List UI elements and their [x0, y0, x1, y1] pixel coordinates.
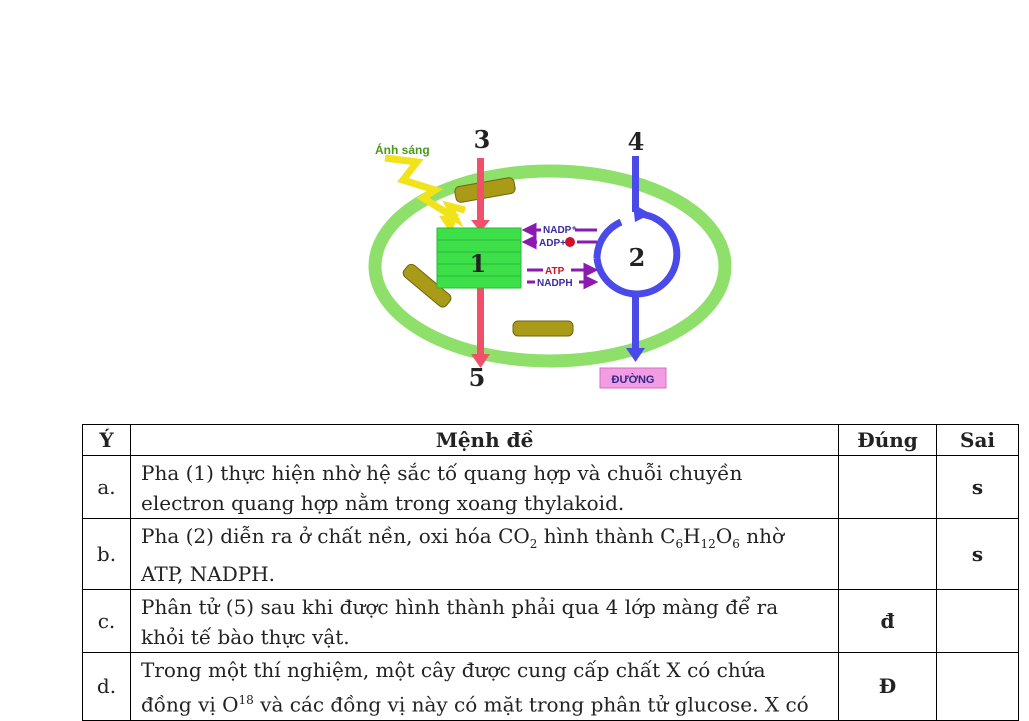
header-true: Đúng — [838, 424, 937, 456]
statement-line: Pha (2) diễn ra ở chất nền, oxi hóa CO2 … — [141, 521, 830, 559]
row-false-cell[interactable] — [936, 652, 1019, 721]
light-phase-box — [436, 227, 522, 289]
statement-line: electron quang hợp nằm trong xoang thyla… — [141, 491, 625, 515]
phase-1-label: 1 — [470, 249, 487, 278]
header-idx: Ý — [82, 424, 131, 456]
row-statement: Phân tử (5) sau khi được hình thành phải… — [130, 589, 839, 653]
label-4: 4 — [628, 127, 645, 156]
thylakoid-icon — [402, 177, 574, 337]
blue-arrow-bottom-head — [626, 348, 645, 362]
adp-label: ADP+ — [539, 238, 566, 249]
label-5: 5 — [469, 363, 486, 390]
blue-arrow-top — [632, 156, 639, 212]
atp-label: ATP — [545, 266, 565, 277]
label-3: 3 — [474, 125, 491, 154]
text-part: hình thành C — [537, 524, 676, 548]
table-row: a. Pha (1) thực hiện nhờ hệ sắc tố quang… — [82, 455, 1019, 519]
statement-line: Trong một thí nghiệm, một cây được cung … — [141, 658, 766, 682]
row-true-cell[interactable] — [838, 518, 937, 590]
row-true-cell[interactable]: đ — [838, 589, 937, 653]
text-part: O — [715, 524, 733, 548]
statement-line: khỏi tế bào thực vật. — [141, 625, 350, 649]
statement-line: Pha (1) thực hiện nhờ hệ sắc tố quang hợ… — [141, 461, 743, 485]
table-row: b. Pha (2) diễn ra ở chất nền, oxi hóa C… — [82, 518, 1019, 590]
row-false-cell[interactable] — [936, 589, 1019, 653]
row-statement: Pha (2) diễn ra ở chất nền, oxi hóa CO2 … — [130, 518, 839, 590]
statement-line: Phân tử (5) sau khi được hình thành phải… — [141, 595, 779, 619]
table-row: d. Trong một thí nghiệm, một cây được cu… — [82, 652, 1019, 721]
table-row: c. Phân tử (5) sau khi được hình thành p… — [82, 589, 1019, 653]
subscript: 12 — [700, 537, 716, 551]
superscript: 18 — [238, 693, 254, 707]
sugar-label: ĐƯỜNG — [612, 373, 655, 386]
light-label: Ánh sáng — [375, 142, 430, 157]
row-false-cell[interactable]: s — [936, 518, 1019, 590]
pi-dot — [565, 237, 575, 247]
text-part: nhờ — [739, 524, 785, 548]
chloroplast-membrane — [368, 164, 732, 368]
nadp-label: NADP⁺ — [543, 225, 577, 236]
row-statement: Pha (1) thực hiện nhờ hệ sắc tố quang hợ… — [130, 455, 839, 519]
red-arrow-bottom-head — [471, 354, 490, 368]
header-statement: Mệnh đề — [130, 424, 839, 456]
row-idx: a. — [82, 455, 131, 519]
row-idx: c. — [82, 589, 131, 653]
subscript: 6 — [675, 537, 684, 551]
light-arrowhead — [439, 214, 459, 234]
subscript: 6 — [732, 537, 740, 551]
row-false-cell[interactable]: s — [936, 455, 1019, 519]
table-header-row: Ý Mệnh đề Đúng Sai — [82, 424, 1019, 456]
text-part: H — [683, 524, 701, 548]
statement-line: đồng vị O18 và các đồng vị này có mặt tr… — [141, 685, 830, 720]
blue-arrow-bottom — [632, 296, 639, 350]
lightning-icon — [384, 154, 466, 228]
subscript: 2 — [529, 537, 538, 551]
row-true-cell[interactable] — [838, 455, 937, 519]
sugar-box — [599, 367, 667, 389]
row-true-cell[interactable]: Đ — [838, 652, 937, 721]
red-arrow-bottom — [477, 288, 484, 356]
text-part: đồng vị O — [141, 692, 239, 717]
row-idx: d. — [82, 652, 131, 721]
calvin-cycle-icon — [593, 210, 681, 298]
red-arrow-top — [477, 158, 484, 224]
photosynthesis-diagram: Ánh sáng 1 2 — [365, 118, 735, 390]
header-false: Sai — [936, 424, 1019, 456]
row-statement: Trong một thí nghiệm, một cây được cung … — [130, 652, 839, 721]
phase-2-label: 2 — [629, 243, 646, 272]
red-arrow-top-head — [471, 220, 490, 232]
question-table: Ý Mệnh đề Đúng Sai a. Pha (1) thực hiện … — [82, 424, 1019, 721]
row-idx: b. — [82, 518, 131, 590]
text-part: Pha (2) diễn ra ở chất nền, oxi hóa CO — [141, 524, 530, 548]
nadph-label: NADPH — [537, 278, 573, 289]
text-part: và các đồng vị này có mặt trong phân tử … — [253, 692, 809, 717]
statement-line: ATP, NADPH. — [141, 562, 276, 586]
